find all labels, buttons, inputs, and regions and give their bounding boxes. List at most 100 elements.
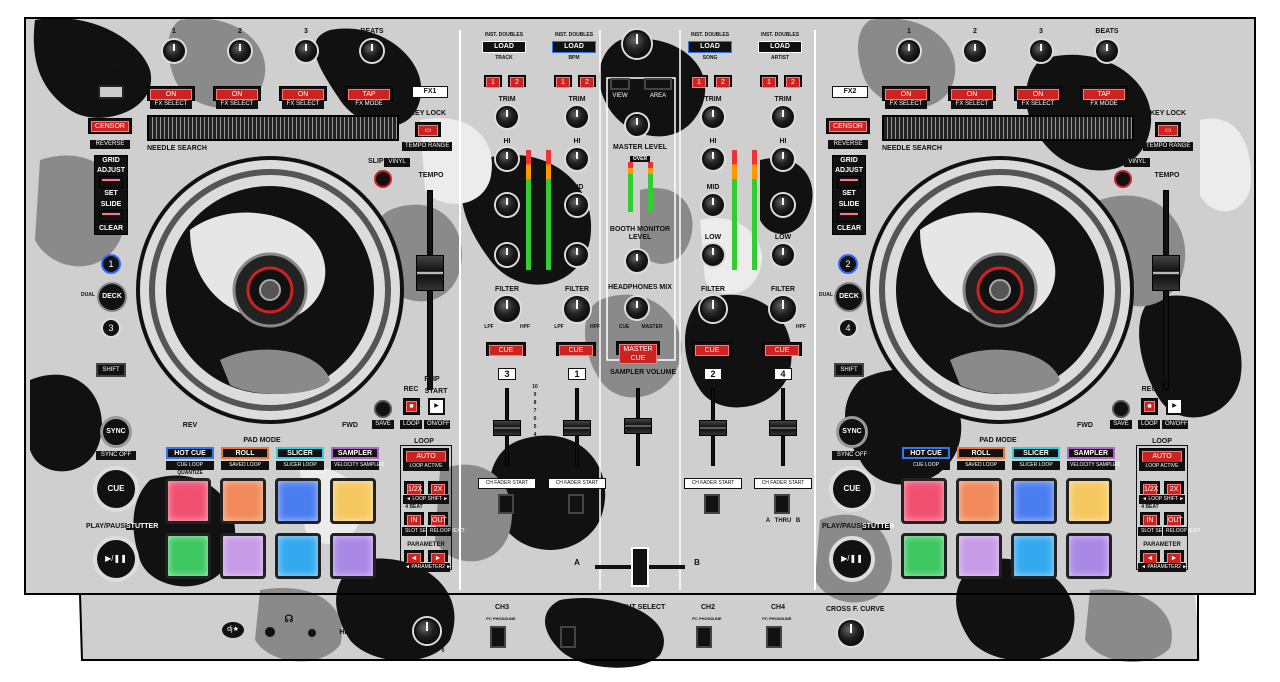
browse-knob[interactable] [623,30,651,58]
sync-button[interactable]: SYNC [100,416,132,448]
pad-6[interactable] [220,533,266,579]
deck-4-button[interactable]: 4 [838,318,858,338]
input-select-switch-3[interactable] [696,626,712,648]
ch3-fader-start-switch[interactable] [498,494,514,514]
deck2-loop-half-button[interactable]: 1/2X [1140,481,1160,495]
booth-level-knob[interactable] [626,250,648,272]
ch4-fader-cap[interactable] [769,420,797,436]
headphone-jack-small[interactable] [305,626,319,640]
ch3-trim-knob[interactable] [496,106,518,128]
deck2-rec-button[interactable]: ■ [1141,398,1158,415]
deck2-grid-slide-button[interactable] [837,210,861,222]
deck2-pad-4[interactable] [1066,478,1112,524]
deck2-slot-knob[interactable] [1112,400,1130,418]
input-select-switch-1[interactable] [490,626,506,648]
loop-out-button[interactable]: OUT [428,512,448,526]
ch2-mid-knob[interactable] [702,194,724,216]
deck-1-button[interactable]: 1 [101,254,121,274]
fx-knob-2[interactable] [229,40,251,62]
deck2-fx-knob-3[interactable] [1030,40,1052,62]
deck2-slip-button[interactable] [1114,170,1132,188]
pad-2[interactable] [220,478,266,524]
slip-button[interactable] [374,170,392,188]
deck2-pad-7[interactable] [1011,533,1057,579]
shift-button[interactable]: SHIFT [96,363,126,377]
ch1-mid-knob[interactable] [566,194,588,216]
slicer-mode-button[interactable]: SLICER [276,447,324,459]
parameter-right-button[interactable]: ► [428,550,448,564]
headphones-mix-knob[interactable] [626,297,648,319]
deck2-sync-button[interactable]: SYNC [836,416,868,448]
deck-2-button[interactable]: 2 [838,254,858,274]
ch3-mid-knob[interactable] [496,194,518,216]
fx-knob-3[interactable] [295,40,317,62]
ch1-load-button[interactable]: LOAD [552,41,596,53]
back-button[interactable] [610,78,630,90]
ch4-mid-knob[interactable] [772,194,794,216]
ch3-low-knob[interactable] [496,244,518,266]
deck-toggle-button[interactable]: DECK [97,282,127,312]
loop-double-button[interactable]: 2X [428,481,448,495]
deck2-pad-3[interactable] [1011,478,1057,524]
input-select-switch-2[interactable] [560,626,576,648]
needle-search-strip[interactable] [147,115,399,141]
load-prep-button[interactable] [644,78,672,90]
deck2-parameter-right-button[interactable]: ► [1164,550,1184,564]
ch4-fx2-assign-button[interactable]: 2 [784,75,802,88]
deck2-fx-knob-2[interactable] [964,40,986,62]
ch2-filter-knob[interactable] [700,296,726,322]
cue-button[interactable]: CUE [93,466,139,512]
ch1-fx2-assign-button[interactable]: 2 [578,75,596,88]
ch1-trim-knob[interactable] [566,106,588,128]
pad-3[interactable] [275,478,321,524]
ch2-fx2-assign-button[interactable]: 2 [714,75,732,88]
ch4-fader-start-switch[interactable] [774,494,790,514]
grid-slide-button[interactable] [99,210,123,222]
ch2-fader-start-switch[interactable] [704,494,720,514]
ch3-fader-cap[interactable] [493,420,521,436]
ch3-fx2-assign-button[interactable]: 2 [508,75,526,88]
headphones-level-knob[interactable] [414,618,440,644]
ch2-cue-button[interactable]: CUE [692,342,732,356]
ch3-hi-knob[interactable] [496,148,518,170]
ch1-fader-start-switch[interactable] [568,494,584,514]
fx-on-button-3[interactable]: ON [279,86,327,101]
slot-knob[interactable] [374,400,392,418]
panel-select-button[interactable] [98,85,124,99]
ch3-load-button[interactable]: LOAD [482,41,526,53]
rec-button[interactable]: ■ [403,398,420,415]
ch1-low-knob[interactable] [566,244,588,266]
tempo-fader-cap[interactable] [416,255,444,291]
ch4-fx1-assign-button[interactable]: 1 [760,75,778,88]
ch4-hi-knob[interactable] [772,148,794,170]
ch4-cue-button[interactable]: CUE [762,342,802,356]
ch2-fader-cap[interactable] [699,420,727,436]
ch1-fader-cap[interactable] [563,420,591,436]
sampler-fader-cap[interactable] [624,418,652,434]
ch2-hi-knob[interactable] [702,148,724,170]
ch4-load-button[interactable]: LOAD [758,41,802,53]
ch2-low-knob[interactable] [702,244,724,266]
pad-1[interactable] [165,478,211,524]
master-level-knob[interactable] [626,114,648,136]
pad-5[interactable] [165,533,211,579]
master-cue-button[interactable]: MASTER CUE [616,341,660,364]
deck2-tempo-fader-cap[interactable] [1152,255,1180,291]
ch3-cue-button[interactable]: CUE [486,342,526,356]
deck2-grid-adjust-button[interactable] [837,176,861,188]
deck2-auto-loop-button[interactable]: AUTO LOOP [1139,448,1185,471]
cross-fader-curve-knob[interactable] [838,620,864,646]
ch4-trim-knob[interactable] [772,106,794,128]
deck2-pad-8[interactable] [1066,533,1112,579]
deck2-sampler-mode-button[interactable]: SAMPLER [1067,447,1115,459]
ch4-low-knob[interactable] [772,244,794,266]
deck2-fx-knob-1[interactable] [898,40,920,62]
play-pause-button[interactable]: ▶/❚❚ [93,536,139,582]
pad-8[interactable] [330,533,376,579]
start-button[interactable]: ▶ [428,398,445,415]
pad-7[interactable] [275,533,321,579]
sampler-mode-button[interactable]: SAMPLER [331,447,379,459]
ch3-fx1-assign-button[interactable]: 1 [484,75,502,88]
deck2-play-pause-button[interactable]: ▶/❚❚ [829,536,875,582]
deck2-key-lock-button[interactable]: ▭ [1155,122,1181,137]
